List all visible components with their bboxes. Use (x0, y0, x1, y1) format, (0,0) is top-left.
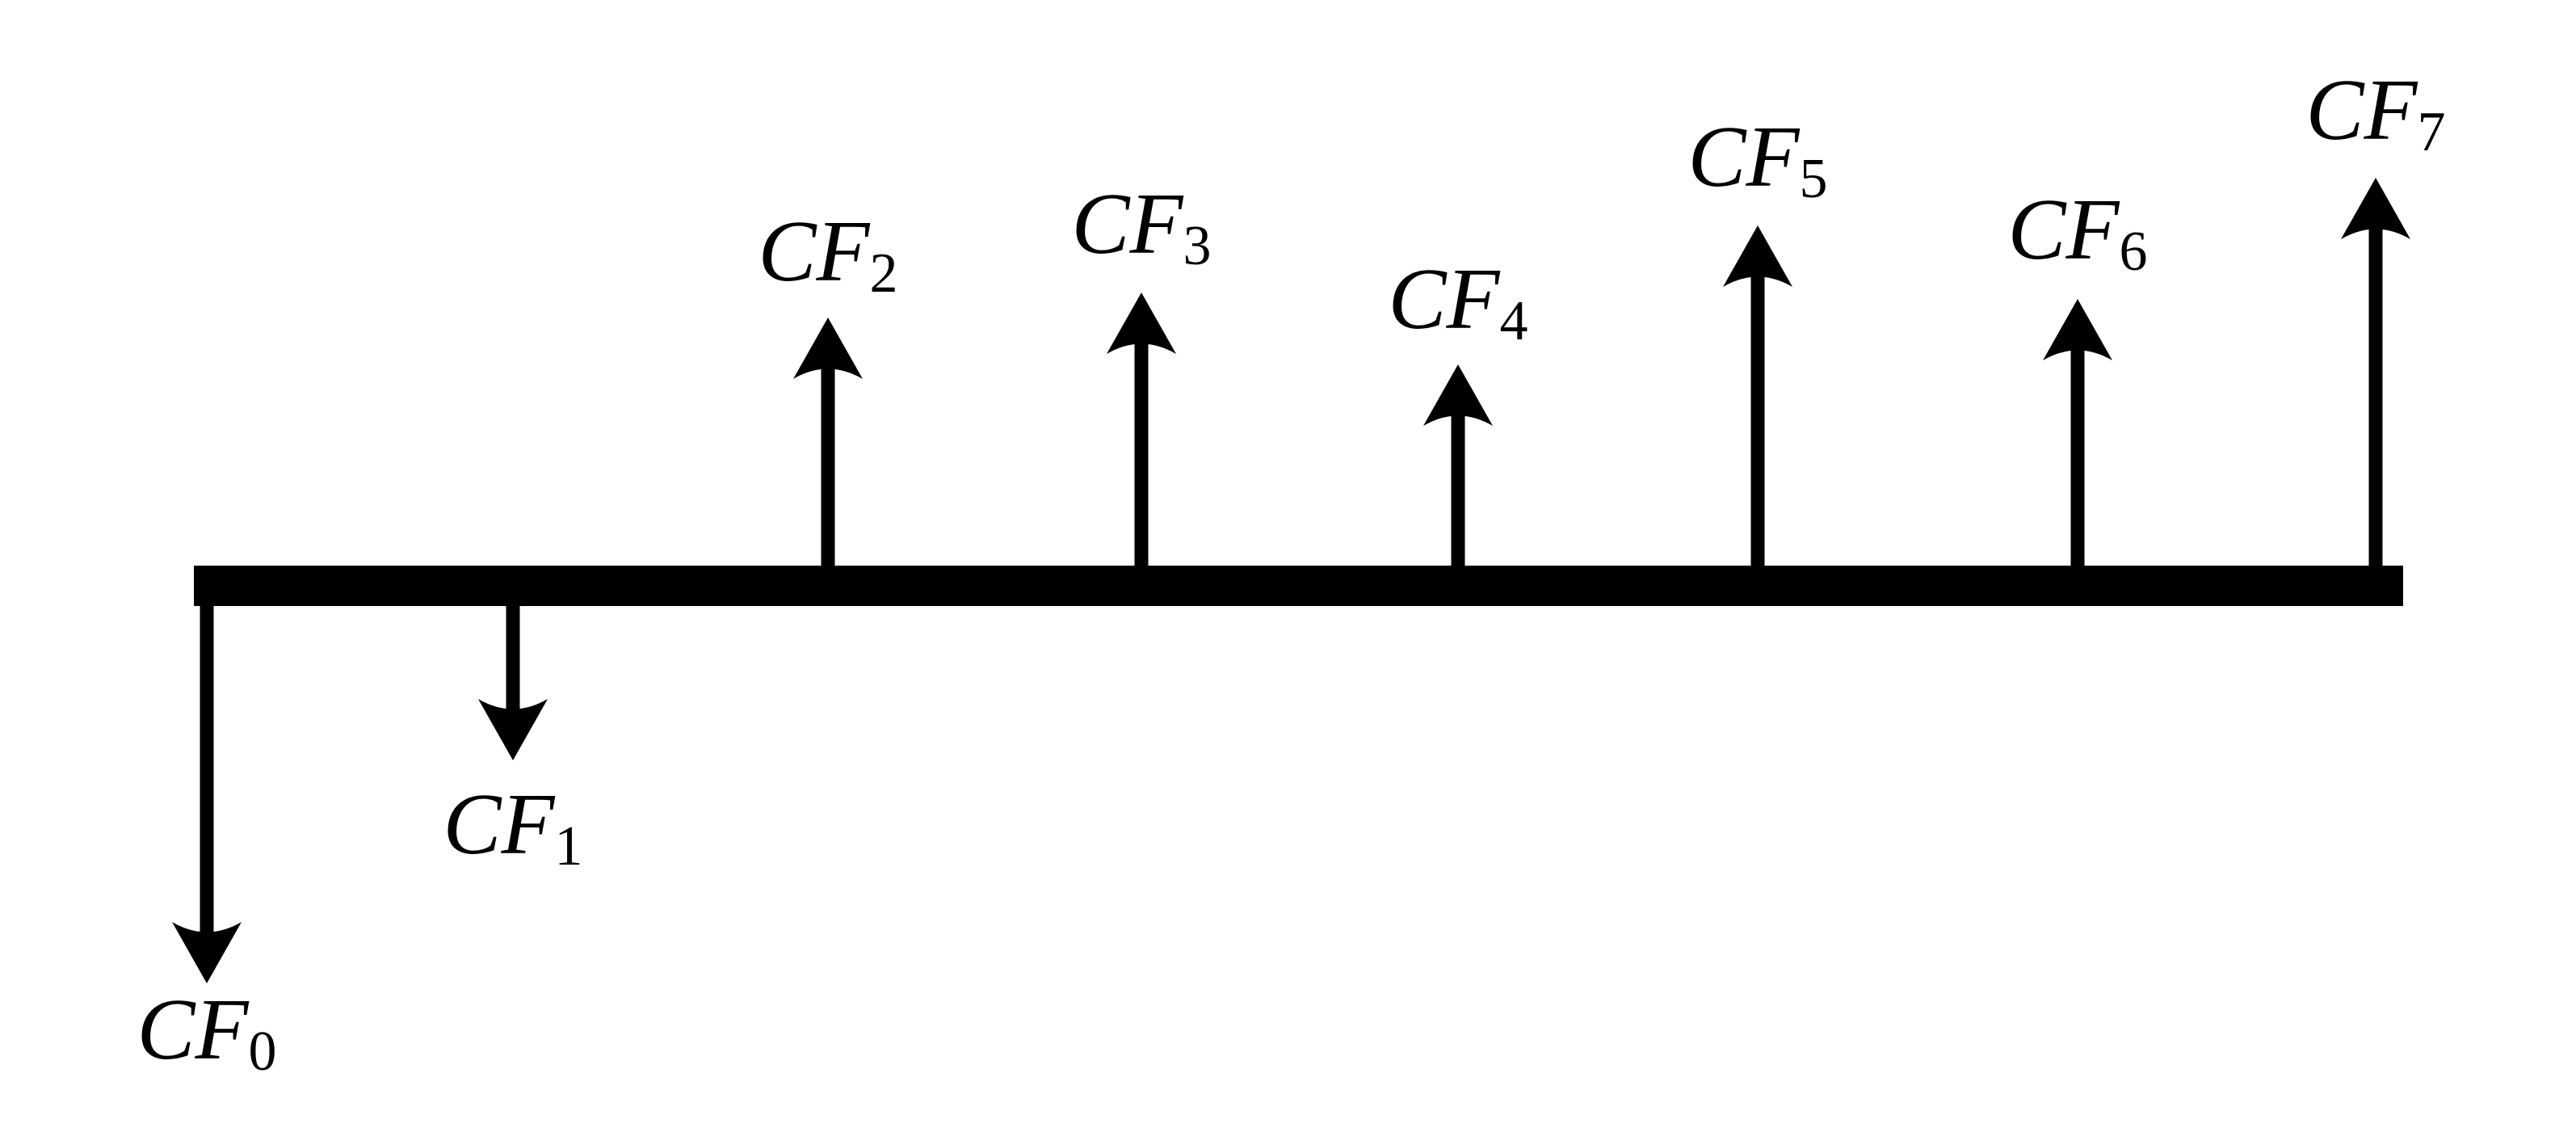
cashflow-label: CF0 (137, 982, 276, 1083)
arrow-shaft (2368, 226, 2383, 574)
cashflow-arrow-CF5: CF5 (1687, 109, 1828, 574)
arrowhead-up-icon (1723, 225, 1792, 287)
cashflow-label: CF1 (443, 777, 582, 878)
arrow-shaft (506, 598, 520, 712)
cashflow-arrow-CF6: CF6 (2007, 182, 2148, 574)
cashflow-label: CF6 (2007, 182, 2147, 283)
cashflow-arrow-CF3: CF3 (1071, 176, 1212, 574)
timeline-bar (194, 566, 2403, 606)
cashflow-label: CF2 (758, 204, 897, 305)
arrow-shaft (1451, 413, 1465, 574)
arrow-shaft (200, 598, 214, 935)
cashflow-arrow-CF4: CF4 (1388, 251, 1528, 574)
cashflow-arrow-CF0: CF0 (137, 598, 277, 1083)
cashflow-label: CF5 (1687, 109, 1827, 210)
cashflow-arrow-CF7: CF7 (2305, 62, 2446, 574)
arrowhead-up-icon (1107, 293, 1176, 354)
cashflow-label: CF4 (1388, 251, 1528, 352)
cashflow-arrow-CF2: CF2 (758, 204, 898, 574)
arrowhead-up-icon (2341, 178, 2410, 239)
arrow-shaft (2070, 347, 2085, 574)
arrow-shaft (1134, 341, 1149, 574)
arrow-shaft (821, 366, 835, 574)
arrowhead-up-icon (1423, 364, 1493, 426)
cashflow-label: CF7 (2305, 62, 2445, 163)
cashflow-arrow-CF1: CF1 (443, 598, 583, 878)
arrowhead-down-icon (478, 699, 548, 760)
arrow-shaft (1750, 274, 1765, 574)
arrowhead-up-icon (793, 318, 863, 379)
arrowhead-down-icon (172, 922, 242, 983)
cashflow-label: CF3 (1071, 176, 1211, 277)
arrowhead-up-icon (2043, 299, 2112, 360)
